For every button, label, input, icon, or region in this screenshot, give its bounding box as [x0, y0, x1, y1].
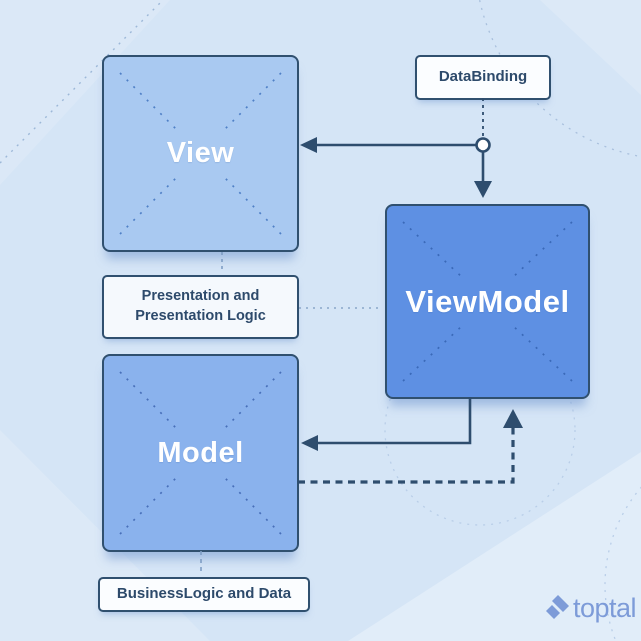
dashed-arrow-model-to-viewmodel — [298, 409, 523, 484]
toptal-wordmark: toptal — [573, 592, 637, 623]
toptal-mark-icon — [546, 595, 569, 619]
presentation-label-line1: Presentation and — [141, 288, 260, 305]
view-box-title: View — [166, 137, 235, 169]
arrow-viewmodel-to-model — [301, 397, 472, 451]
presentation-label: Presentation and Presentation Logic — [102, 275, 299, 339]
model-box-title: Model — [157, 436, 244, 469]
business-logic-label: BusinessLogic and Data — [98, 577, 310, 612]
business-logic-label-text: BusinessLogic and Data — [116, 585, 292, 603]
databinding-junction-circle — [475, 137, 491, 153]
presentation-label-line2: Presentation Logic — [135, 308, 266, 324]
view-box: View — [102, 55, 299, 252]
databinding-label: DataBinding — [415, 55, 551, 100]
dotted-x-pattern — [402, 221, 573, 382]
viewmodel-box-title: ViewModel — [405, 283, 570, 319]
model-box: Model — [102, 354, 299, 552]
toptal-logo: toptal — [546, 592, 637, 623]
arrow-databinding-to-viewmodel — [474, 151, 492, 198]
arrow-databinding-to-view — [300, 137, 477, 153]
databinding-label-text: DataBinding — [438, 68, 528, 86]
viewmodel-box: ViewModel — [385, 204, 590, 399]
background-facet — [540, 0, 641, 95]
dotted-x-pattern — [119, 371, 282, 535]
